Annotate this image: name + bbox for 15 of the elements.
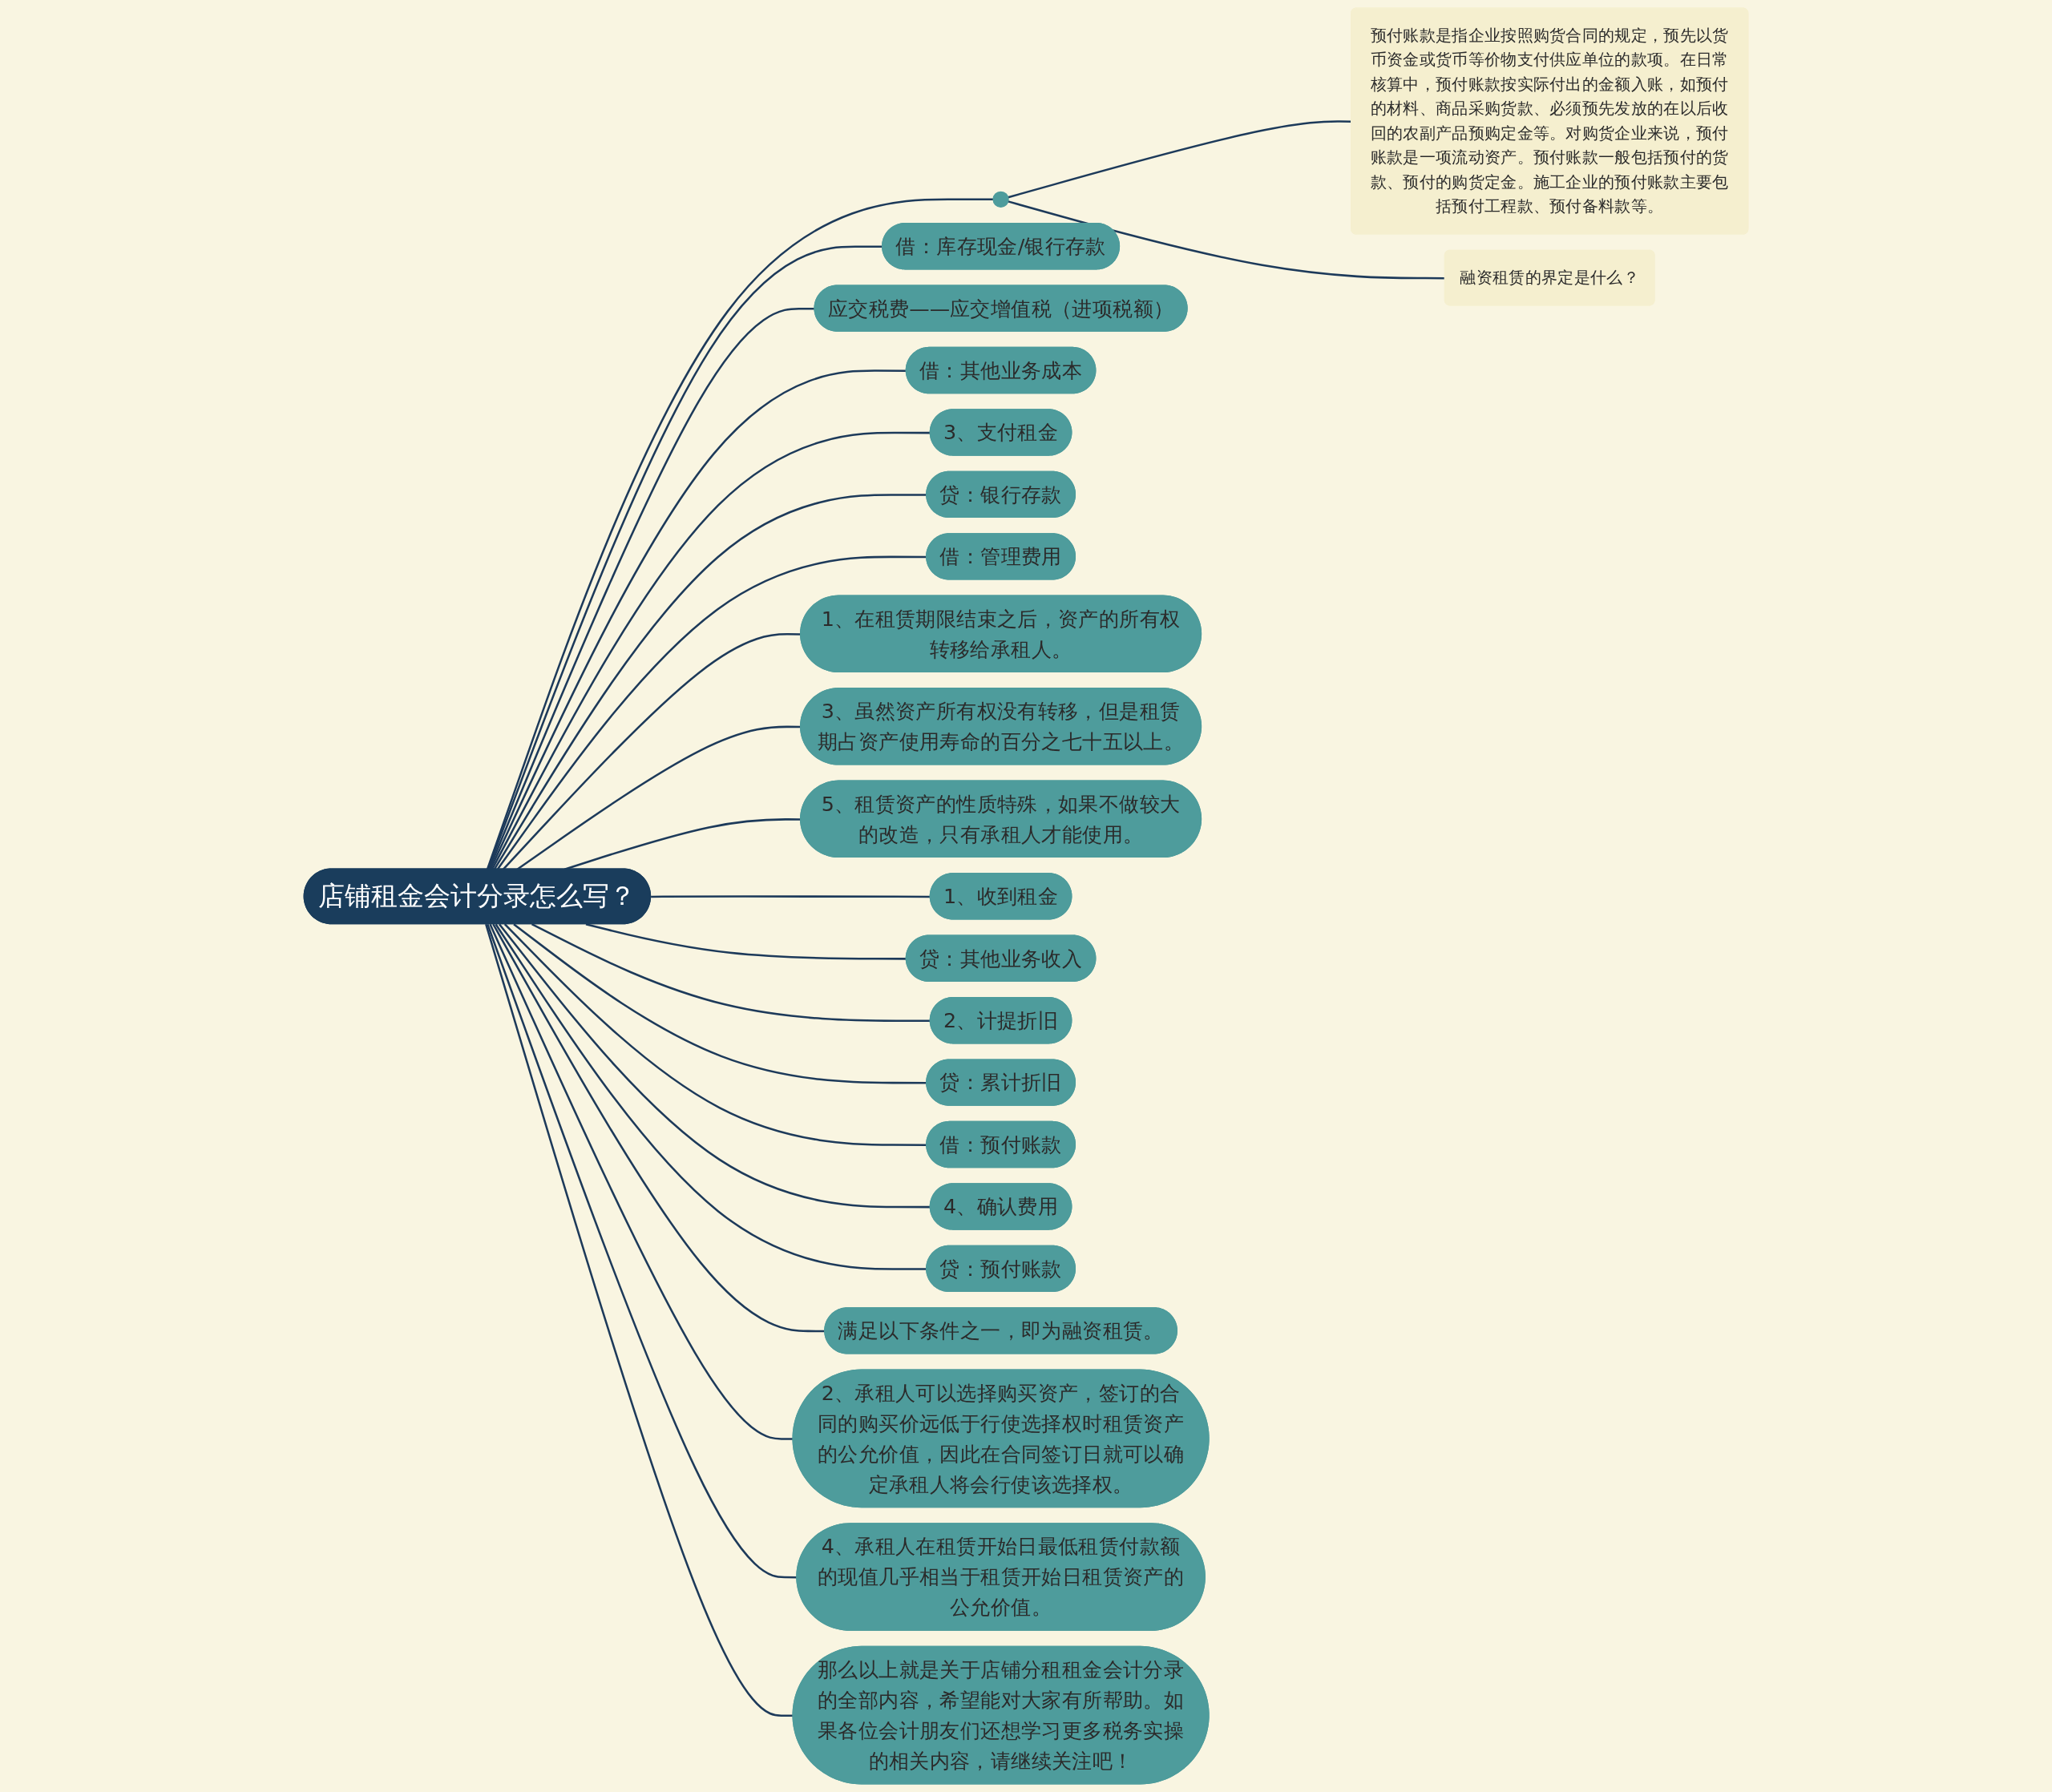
connector <box>485 923 794 1717</box>
node-circle <box>992 191 1009 208</box>
connector <box>651 895 931 898</box>
connector <box>531 923 931 1023</box>
connector <box>492 923 826 1333</box>
connector <box>499 923 931 1209</box>
connector <box>516 725 802 870</box>
connector <box>488 307 815 870</box>
connector <box>489 369 907 870</box>
connector <box>503 633 802 870</box>
connector <box>486 198 994 870</box>
connector <box>585 923 907 960</box>
connector <box>489 923 794 1440</box>
connector <box>491 431 931 870</box>
connector <box>487 923 798 1579</box>
